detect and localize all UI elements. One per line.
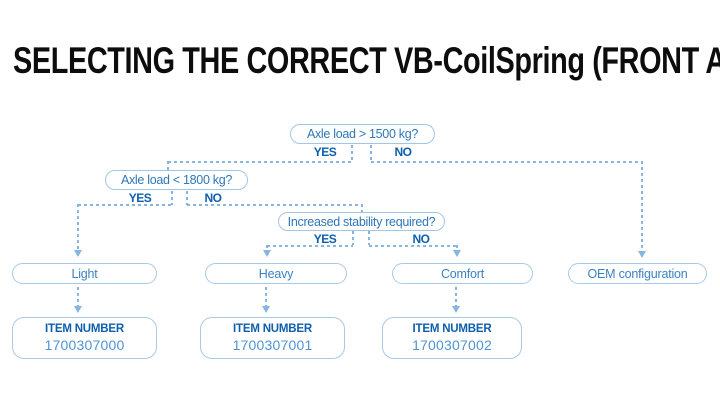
item-number-heading: ITEM NUMBER: [233, 323, 312, 335]
outcome-oem-configuration: OEM configuration: [568, 263, 707, 284]
arrow-down-icon: [73, 250, 82, 257]
connector-line-yes2: [78, 204, 172, 206]
connector-line-no3: [369, 245, 457, 247]
arrow-down-icon: [452, 250, 461, 257]
decision-axle-load-1500: Axle load > 1500 kg?: [290, 124, 435, 144]
decision-question: Axle load < 1800 kg?: [120, 173, 233, 187]
connector-line: [171, 191, 173, 205]
connector-line: [186, 191, 188, 205]
connector-line-yes1: [168, 161, 352, 163]
decision-axle-load-1800: Axle load < 1800 kg?: [105, 170, 248, 190]
decision2-no-label: NO: [204, 191, 223, 205]
outcome-light: Light: [12, 263, 157, 284]
outcome-heavy: Heavy: [205, 263, 347, 284]
arrow-down-icon: [637, 251, 646, 258]
connector-line: [456, 245, 458, 250]
connector-line: [361, 204, 363, 212]
connector-line: [368, 231, 370, 245]
outcome-label: Comfort: [440, 266, 485, 281]
connector-line: [167, 161, 169, 170]
arrow-down-icon: [262, 250, 271, 257]
connector-line: [352, 231, 354, 245]
arrow-down-icon: [261, 306, 270, 313]
arrow-down-icon: [451, 306, 460, 313]
connector-line-yes3: [267, 245, 353, 247]
connector-line: [641, 161, 643, 251]
connector-line: [455, 287, 457, 306]
connector-line-no2: [187, 204, 362, 206]
outcome-label: Heavy: [258, 266, 294, 281]
outcome-label: OEM configuration: [587, 266, 688, 281]
arrow-down-icon: [73, 306, 82, 313]
connector-line: [370, 145, 372, 162]
connector-line-no1: [371, 161, 643, 163]
outcome-comfort: Comfort: [392, 263, 533, 284]
decision3-yes-label: YES: [313, 232, 337, 246]
item-number-heading: ITEM NUMBER: [45, 323, 124, 335]
decision2-yes-label: YES: [128, 191, 152, 205]
page-title: SELECTING THE CORRECT VB-CoilSpring (FRO…: [13, 40, 720, 81]
decision-increased-stability: Increased stability required?: [278, 212, 445, 231]
item-number-value: 1700307001: [232, 337, 313, 353]
connector-line: [77, 204, 79, 250]
item-number-value: 1700307000: [44, 337, 125, 353]
item-number-box-comfort: ITEM NUMBER 1700307002: [382, 317, 522, 359]
connector-line: [265, 287, 267, 306]
item-number-value: 1700307002: [412, 337, 492, 353]
decision1-no-label: NO: [394, 145, 413, 159]
decision-question: Axle load > 1500 kg?: [306, 127, 419, 141]
connector-line: [77, 287, 79, 306]
connector-line: [351, 145, 353, 162]
decision3-no-label: NO: [412, 232, 431, 246]
outcome-label: Light: [71, 266, 98, 281]
item-number-box-light: ITEM NUMBER 1700307000: [12, 317, 157, 359]
item-number-box-heavy: ITEM NUMBER 1700307001: [200, 317, 345, 359]
item-number-heading: ITEM NUMBER: [412, 323, 492, 335]
decision1-yes-label: YES: [313, 145, 337, 159]
decision-question: Increased stability required?: [287, 214, 436, 229]
connector-line: [266, 245, 268, 250]
